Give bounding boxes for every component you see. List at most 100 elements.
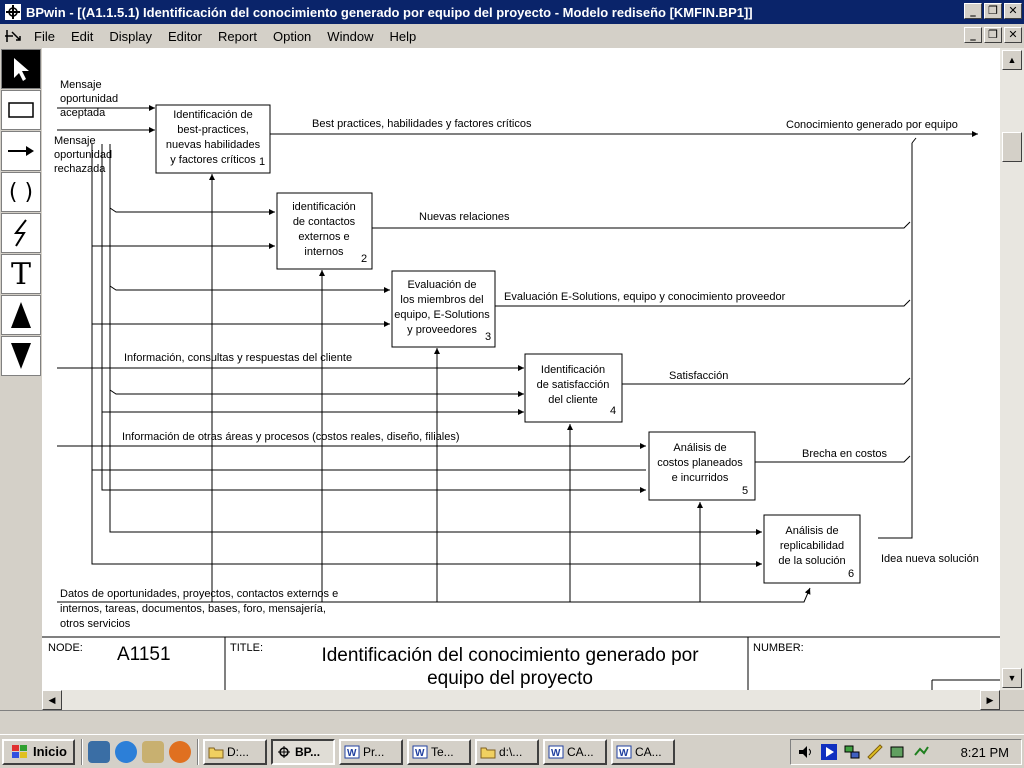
label-best-practices: Best practices, habilidades y factores c… xyxy=(312,118,532,130)
svg-text:6: 6 xyxy=(848,568,854,580)
media-player-icon[interactable] xyxy=(168,740,191,763)
close-button[interactable]: ✕ xyxy=(1004,3,1022,19)
title-label: TITLE: xyxy=(230,642,263,654)
vertical-scroll-thumb[interactable] xyxy=(1002,132,1022,162)
word-icon: W xyxy=(548,745,564,759)
menu-window[interactable]: Window xyxy=(327,28,374,44)
start-button[interactable]: Inicio xyxy=(2,738,75,765)
squiggle-tool[interactable]: ( ) xyxy=(1,172,41,212)
svg-text:1: 1 xyxy=(259,156,265,168)
arrow-tool[interactable] xyxy=(1,131,41,171)
number-label: NUMBER: xyxy=(753,642,804,654)
taskbar: Inicio D:... BP... W Pr... W Te... d:\..… xyxy=(0,734,1024,768)
pointer-icon xyxy=(14,58,29,81)
tray-link-icon[interactable] xyxy=(912,743,930,761)
svg-text:W: W xyxy=(619,748,629,759)
menu-help[interactable]: Help xyxy=(389,28,417,44)
windows-logo-icon xyxy=(12,744,27,758)
menu-editor[interactable]: Editor xyxy=(167,28,202,44)
task-word-pr[interactable]: W Pr... xyxy=(338,738,403,765)
parentheses-icon: ( ) xyxy=(8,179,34,205)
svg-text:5: 5 xyxy=(742,485,748,497)
svg-text:4: 4 xyxy=(610,405,616,417)
clock[interactable]: 8:21 PM xyxy=(960,744,1009,760)
label-datos: Datos de oportunidades, proyectos, conta… xyxy=(60,588,338,630)
scroll-up-button[interactable]: ▲ xyxy=(1002,50,1022,70)
menu-display[interactable]: Display xyxy=(109,28,152,44)
node-label: NODE: xyxy=(48,642,83,654)
menu-report[interactable]: Report xyxy=(217,28,257,44)
node-value: A1151 xyxy=(117,644,171,665)
pointer-tool[interactable] xyxy=(1,49,41,89)
tray-update-icon[interactable] xyxy=(889,743,907,761)
word-icon: W xyxy=(616,745,632,759)
svg-text:W: W xyxy=(415,748,425,759)
restore-button[interactable]: ❐ xyxy=(984,3,1002,19)
label-satisfaccion: Satisfacción xyxy=(669,370,728,382)
internet-explorer-icon[interactable] xyxy=(114,740,137,763)
label-conocimiento: Conocimiento generado por equipo xyxy=(786,119,958,131)
bpwin-icon xyxy=(277,745,290,758)
menu-file[interactable]: File xyxy=(34,28,55,44)
svg-text:3: 3 xyxy=(485,331,491,343)
go-down-tool[interactable] xyxy=(1,336,41,376)
task-explorer-d2[interactable]: d:\... xyxy=(474,738,539,765)
text-t-icon: T xyxy=(10,256,31,292)
window-title-bar[interactable]: BPwin - [(A1.1.5.1) Identificación del c… xyxy=(0,0,1024,24)
minimize-button[interactable]: _ xyxy=(964,3,982,19)
horizontal-scrollbar[interactable]: ◀ ▶ xyxy=(42,690,1000,710)
media-icon[interactable] xyxy=(820,743,838,761)
arrow-right-icon xyxy=(8,146,34,156)
task-explorer-d[interactable]: D:... xyxy=(202,738,267,765)
scroll-down-button[interactable]: ▼ xyxy=(1002,668,1022,688)
volume-icon[interactable] xyxy=(797,743,815,761)
menu-option[interactable]: Option xyxy=(272,28,312,44)
label-nuevas-relaciones: Nuevas relaciones xyxy=(419,211,510,223)
scroll-left-button[interactable]: ◀ xyxy=(42,690,62,710)
menu-bar: File Edit Display Editor Report Option W… xyxy=(0,24,1024,48)
doc-minimize-button[interactable]: _ xyxy=(964,27,982,43)
split-tool[interactable] xyxy=(1,213,41,253)
lightning-icon xyxy=(13,219,27,247)
task-word-te[interactable]: W Te... xyxy=(406,738,471,765)
tray-app-icon[interactable] xyxy=(866,743,884,761)
diagram-title: Identificación del conocimiento generado… xyxy=(321,645,699,689)
label-idea: Idea nueva solución xyxy=(881,553,979,565)
task-word-ca2[interactable]: W CA... xyxy=(610,738,675,765)
doc-restore-button[interactable]: ❐ xyxy=(984,27,1002,43)
task-bpwin[interactable]: BP... xyxy=(270,738,335,765)
scroll-right-button[interactable]: ▶ xyxy=(980,690,1000,710)
doc-close-button[interactable]: ✕ xyxy=(1004,27,1022,43)
vertical-scrollbar[interactable]: ▲ ▼ xyxy=(1000,48,1024,690)
svg-text:W: W xyxy=(551,748,561,759)
document-icon[interactable] xyxy=(4,27,26,45)
label-brecha: Brecha en costos xyxy=(802,448,887,460)
quick-launch-icon-1[interactable] xyxy=(87,740,110,763)
diagram-footer: NODE: A1151 TITLE: Identificación del co… xyxy=(42,636,1000,690)
desktop-icon[interactable] xyxy=(141,740,164,763)
window-title: BPwin - [(A1.1.5.1) Identificación del c… xyxy=(26,4,753,20)
go-up-tool[interactable] xyxy=(1,295,41,335)
menu-edit[interactable]: Edit xyxy=(70,28,94,44)
task-word-ca1[interactable]: W CA... xyxy=(542,738,607,765)
toolbox: ( ) T xyxy=(0,48,42,378)
label-informacion-cliente: Información, consultas y respuestas del … xyxy=(124,352,352,364)
network-icon[interactable] xyxy=(843,743,861,761)
text-tool[interactable]: T xyxy=(1,254,41,294)
box-tool[interactable] xyxy=(1,90,41,130)
box-icon xyxy=(8,102,34,118)
label-evaluacion: Evaluación E-Solutions, equipo y conocim… xyxy=(504,291,786,303)
svg-text:W: W xyxy=(347,748,357,759)
